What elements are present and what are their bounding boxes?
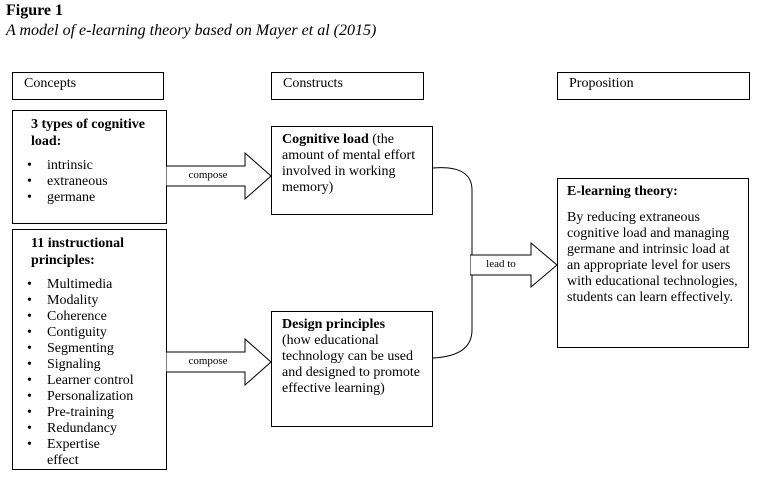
construct-design-principles-title: Design principles xyxy=(282,317,386,332)
proposition-body: By reducing extraneous cognitive load an… xyxy=(567,210,738,305)
list-item: Learner control xyxy=(19,373,160,389)
list-item: Pre-training xyxy=(19,405,160,421)
list-item: Segmenting xyxy=(19,341,160,357)
lead-to-arrow xyxy=(470,242,558,288)
figure-label: Figure 1 xyxy=(6,2,64,19)
construct-cognitive-load-body: (the amount of mental effort involved in… xyxy=(282,132,416,195)
list-item: Expertise effect xyxy=(19,437,132,469)
list-item: Signaling xyxy=(19,357,160,373)
concept-principles-title: 11 instructional principles: xyxy=(31,236,124,268)
concept-principles-box: 11 instructional principles: Multimedia … xyxy=(12,229,167,470)
compose-arrow-top-label: compose xyxy=(188,169,228,181)
list-item: Multimedia xyxy=(19,277,160,293)
construct-design-principles-body: (how educational technology can be used … xyxy=(282,333,421,396)
construct-cognitive-load-title: Cognitive load xyxy=(282,132,369,147)
list-item: Modality xyxy=(19,293,160,309)
list-item: extraneous xyxy=(19,174,160,190)
list-item: Redundancy xyxy=(19,421,160,437)
construct-design-principles-box: Design principles (how educational techn… xyxy=(271,311,433,427)
concept-cognitive-load-title: 3 types of cognitive load: xyxy=(31,117,145,149)
compose-arrow-top xyxy=(166,152,272,200)
list-item: intrinsic xyxy=(19,158,160,174)
cognitive-load-type-list: intrinsic extraneous germane xyxy=(19,158,160,206)
compose-arrow-bottom xyxy=(166,338,272,386)
compose-arrow-bottom-label: compose xyxy=(188,355,228,367)
proposition-box: E-learning theory: By reducing extraneou… xyxy=(557,178,749,348)
concepts-header: Concepts xyxy=(12,72,164,100)
construct-cognitive-load-text: Cognitive load (the amount of mental eff… xyxy=(282,132,424,196)
list-item: germane xyxy=(19,190,160,206)
lead-to-arrow-label: lead to xyxy=(486,258,516,270)
proposition-header: Proposition xyxy=(557,72,750,100)
list-item: Contiguity xyxy=(19,325,160,341)
list-item: Personalization xyxy=(19,389,160,405)
figure-caption: A model of e-learning theory based on Ma… xyxy=(6,22,377,39)
proposition-title: E-learning theory: xyxy=(567,184,678,199)
instructional-principle-list: Multimedia Modality Coherence Contiguity… xyxy=(19,277,160,469)
list-item: Coherence xyxy=(19,309,160,325)
construct-cognitive-load-box: Cognitive load (the amount of mental eff… xyxy=(271,126,433,215)
concept-cognitive-load-box: 3 types of cognitive load: intrinsic ext… xyxy=(12,110,167,224)
constructs-header: Constructs xyxy=(271,72,424,100)
